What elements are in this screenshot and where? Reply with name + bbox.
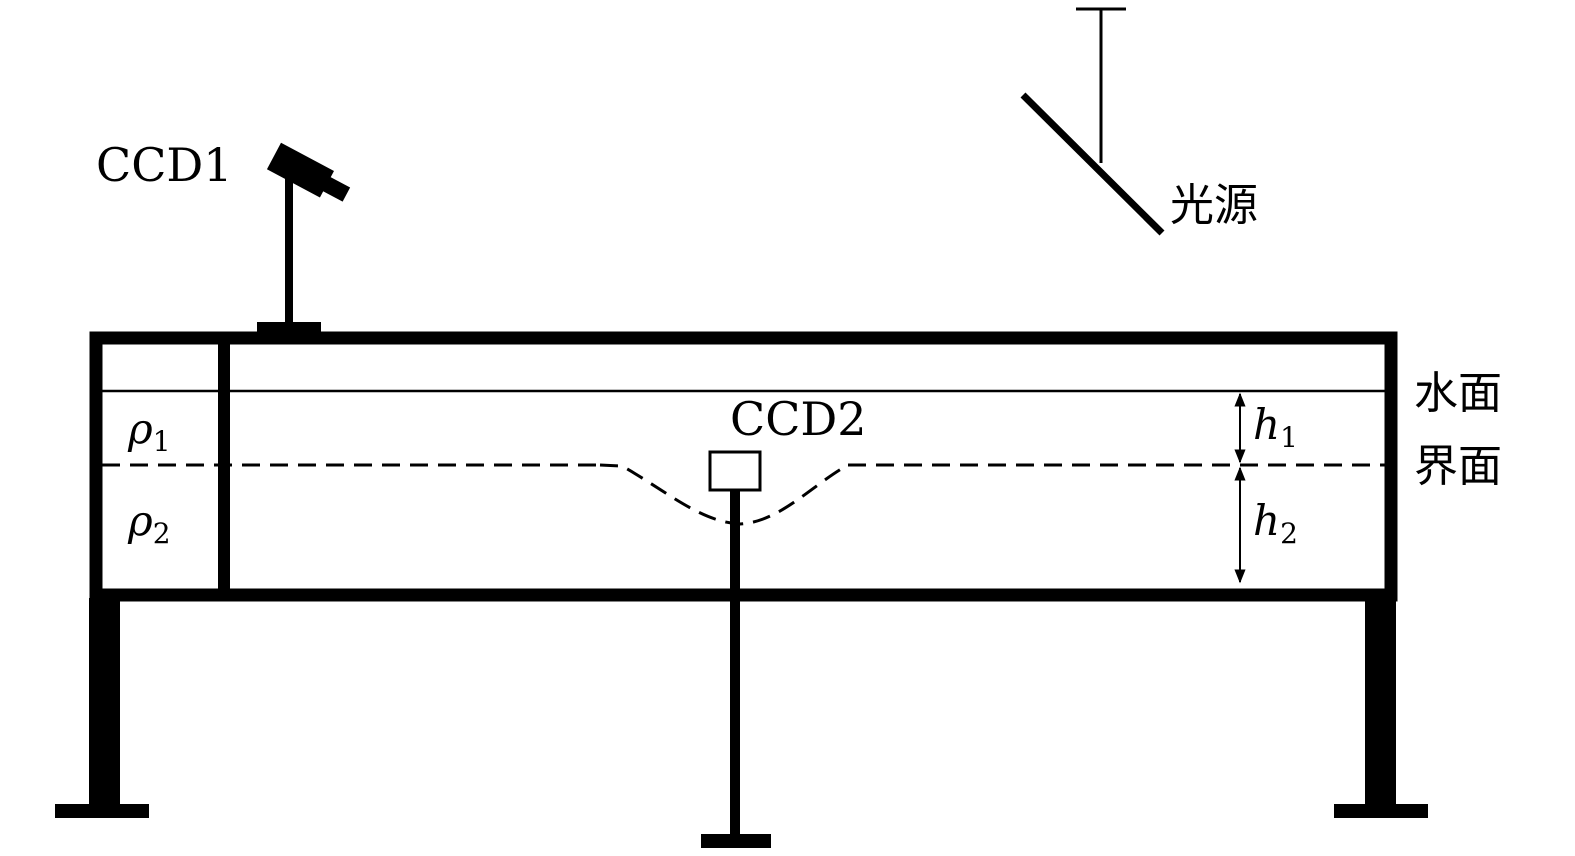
rho1-sub: 1 (153, 425, 171, 458)
rho2-label: ρ2 (127, 496, 171, 550)
rho1-base: ρ (127, 404, 153, 453)
ccd1-stand (285, 176, 293, 326)
ccd1-label: CCD1 (96, 138, 233, 192)
tank-legs (55, 598, 1428, 818)
tank-frame (89, 331, 1398, 602)
right-leg (1365, 598, 1396, 810)
h2-label: h2 (1253, 496, 1298, 550)
h1-sub: 1 (1280, 421, 1298, 454)
light-reflector (1020, 92, 1165, 236)
rho2-base: ρ (127, 496, 153, 545)
ccd1-mount-base (257, 322, 321, 334)
rho1-label: ρ1 (127, 404, 171, 458)
h1-base: h (1253, 400, 1280, 449)
interface-label: 界面 (1414, 441, 1502, 492)
light-source-assembly (1020, 7, 1165, 236)
ccd1-camera-assembly (257, 142, 351, 334)
camera-icon (266, 142, 351, 202)
ccd2-camera-box (708, 450, 762, 492)
right-foot (1334, 804, 1428, 818)
ccd2-foot (701, 834, 771, 848)
left-leg (89, 598, 120, 810)
rho2-sub: 2 (153, 517, 171, 550)
ccd2-camera-assembly (701, 450, 771, 848)
ccd2-label: CCD2 (730, 392, 867, 446)
h2-sub: 2 (1280, 517, 1298, 550)
ccd2-pole (730, 490, 740, 836)
h2-base: h (1253, 496, 1280, 545)
left-foot (55, 804, 149, 818)
light-source-label: 光源 (1170, 180, 1258, 231)
water-surface-label: 水面 (1414, 368, 1502, 419)
h1-label: h1 (1253, 400, 1298, 454)
tank (89, 331, 1398, 602)
